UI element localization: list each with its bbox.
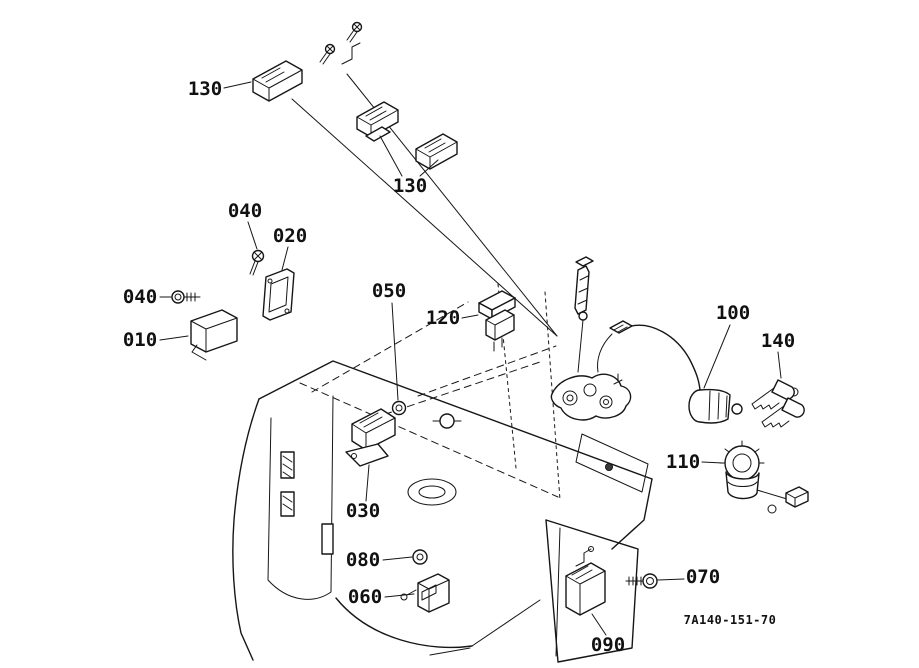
callout-130-top: 130 bbox=[188, 78, 222, 100]
callout-070: 070 bbox=[686, 566, 720, 588]
callout-020: 020 bbox=[273, 225, 307, 247]
relay-010 bbox=[190, 309, 238, 361]
callout-110: 110 bbox=[666, 451, 700, 473]
callout-060: 060 bbox=[348, 586, 382, 608]
power-socket-100 bbox=[597, 320, 743, 424]
callout-040-top: 040 bbox=[228, 200, 262, 222]
callouts: 130 130 040 020 040 010 050 120 100 140 … bbox=[123, 78, 795, 656]
relay-130-c bbox=[415, 133, 458, 170]
callout-040-left: 040 bbox=[123, 286, 157, 308]
grommet-080 bbox=[412, 549, 428, 565]
switch-060 bbox=[400, 573, 450, 613]
flasher-090 bbox=[565, 546, 606, 616]
drawing-code: 7A140-151-70 bbox=[684, 613, 777, 627]
screw-040-left bbox=[171, 290, 201, 304]
screw-070 bbox=[625, 573, 658, 589]
callout-080: 080 bbox=[346, 549, 380, 571]
relay-130-b bbox=[356, 101, 399, 142]
switch-120 bbox=[478, 290, 516, 352]
nut-050 bbox=[391, 400, 407, 416]
ignition-switch-110 bbox=[719, 440, 809, 514]
plate-020 bbox=[262, 268, 295, 321]
relay-130-a bbox=[252, 60, 303, 102]
callout-100: 100 bbox=[716, 302, 750, 324]
screw-040-top bbox=[249, 249, 265, 276]
callout-140: 140 bbox=[761, 330, 795, 352]
callout-090: 090 bbox=[591, 634, 625, 656]
leader-lines bbox=[159, 81, 782, 636]
mounting-screws-130 bbox=[319, 21, 363, 65]
wiring-harness-assembly bbox=[550, 256, 632, 421]
callout-010: 010 bbox=[123, 329, 157, 351]
callout-130-mid: 130 bbox=[393, 175, 427, 197]
callout-120: 120 bbox=[426, 307, 460, 329]
callout-030: 030 bbox=[346, 500, 380, 522]
relay-030 bbox=[345, 408, 396, 467]
callout-050: 050 bbox=[372, 280, 406, 302]
key-set-140 bbox=[751, 379, 805, 428]
